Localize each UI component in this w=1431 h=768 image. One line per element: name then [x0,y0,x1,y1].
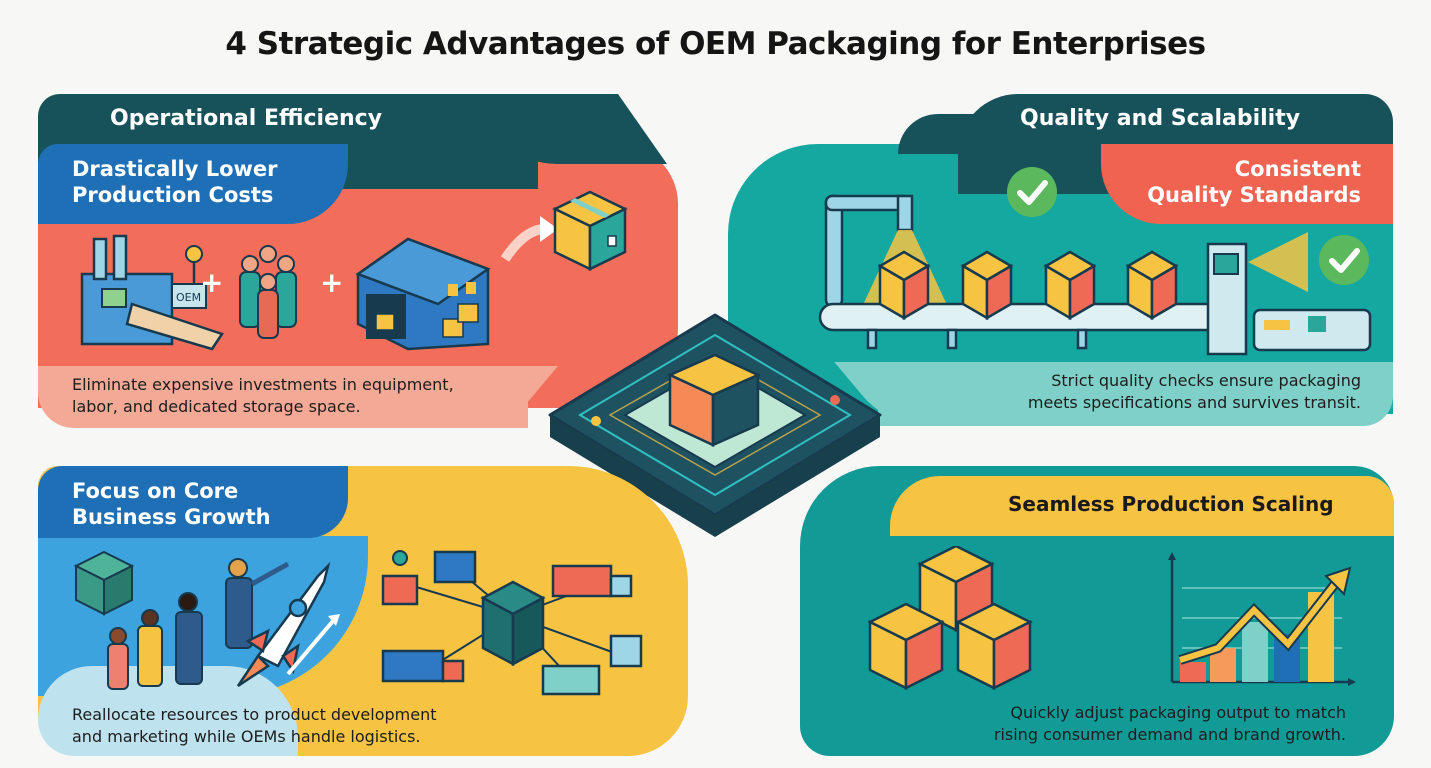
panel-production-scaling: Seamless Production Scaling Quickly adju… [800,466,1394,756]
section-description: Quickly adjust packaging output to match… [993,703,1346,744]
warehouse-icon [355,237,491,351]
checkmark-icon [1007,167,1057,217]
cube-icon [74,550,134,616]
section-description: Strict quality checks ensure packaging m… [1027,371,1361,412]
panel-quality-scalability: Quality and Scalability Consistent Quali… [728,94,1393,428]
section-header: Operational Efficiency [110,106,383,131]
page-title: 4 Strategic Advantages of OEM Packaging … [225,26,1206,62]
plus-icon: + [200,266,224,299]
panel-core-business-growth: Focus on Core Business Growth [38,466,698,756]
section-description: Eliminate expensive investments in equip… [72,375,454,416]
growth-chart-icon [1168,552,1356,686]
section-subtitle: Drastically Lower Production Costs [72,157,278,207]
package-platform-icon [548,313,882,537]
section-subtitle: Focus on Core Business Growth [72,479,271,529]
team-rocket-icon [107,558,340,690]
logistics-network-icon [381,550,643,696]
conveyor-belt-icon [818,194,1372,356]
panel-operational-efficiency: Operational Efficiency Drastically Lower… [38,94,688,428]
factory-machine-icon: OEM [80,234,224,351]
package-icon [552,190,628,271]
arrow-right-icon [500,216,558,262]
plus-icon: + [320,266,344,299]
workforce-icon [239,245,297,339]
section-description: Reallocate resources to product developm… [72,705,437,746]
stacked-boxes-icon [868,546,1033,691]
section-subtitle: Consistent Quality Standards [1147,157,1361,207]
section-subtitle: Seamless Production Scaling [1008,492,1334,516]
svg-text:OEM: OEM [176,291,201,304]
checkmark-icon [1319,235,1369,285]
section-header: Quality and Scalability [1020,106,1301,131]
